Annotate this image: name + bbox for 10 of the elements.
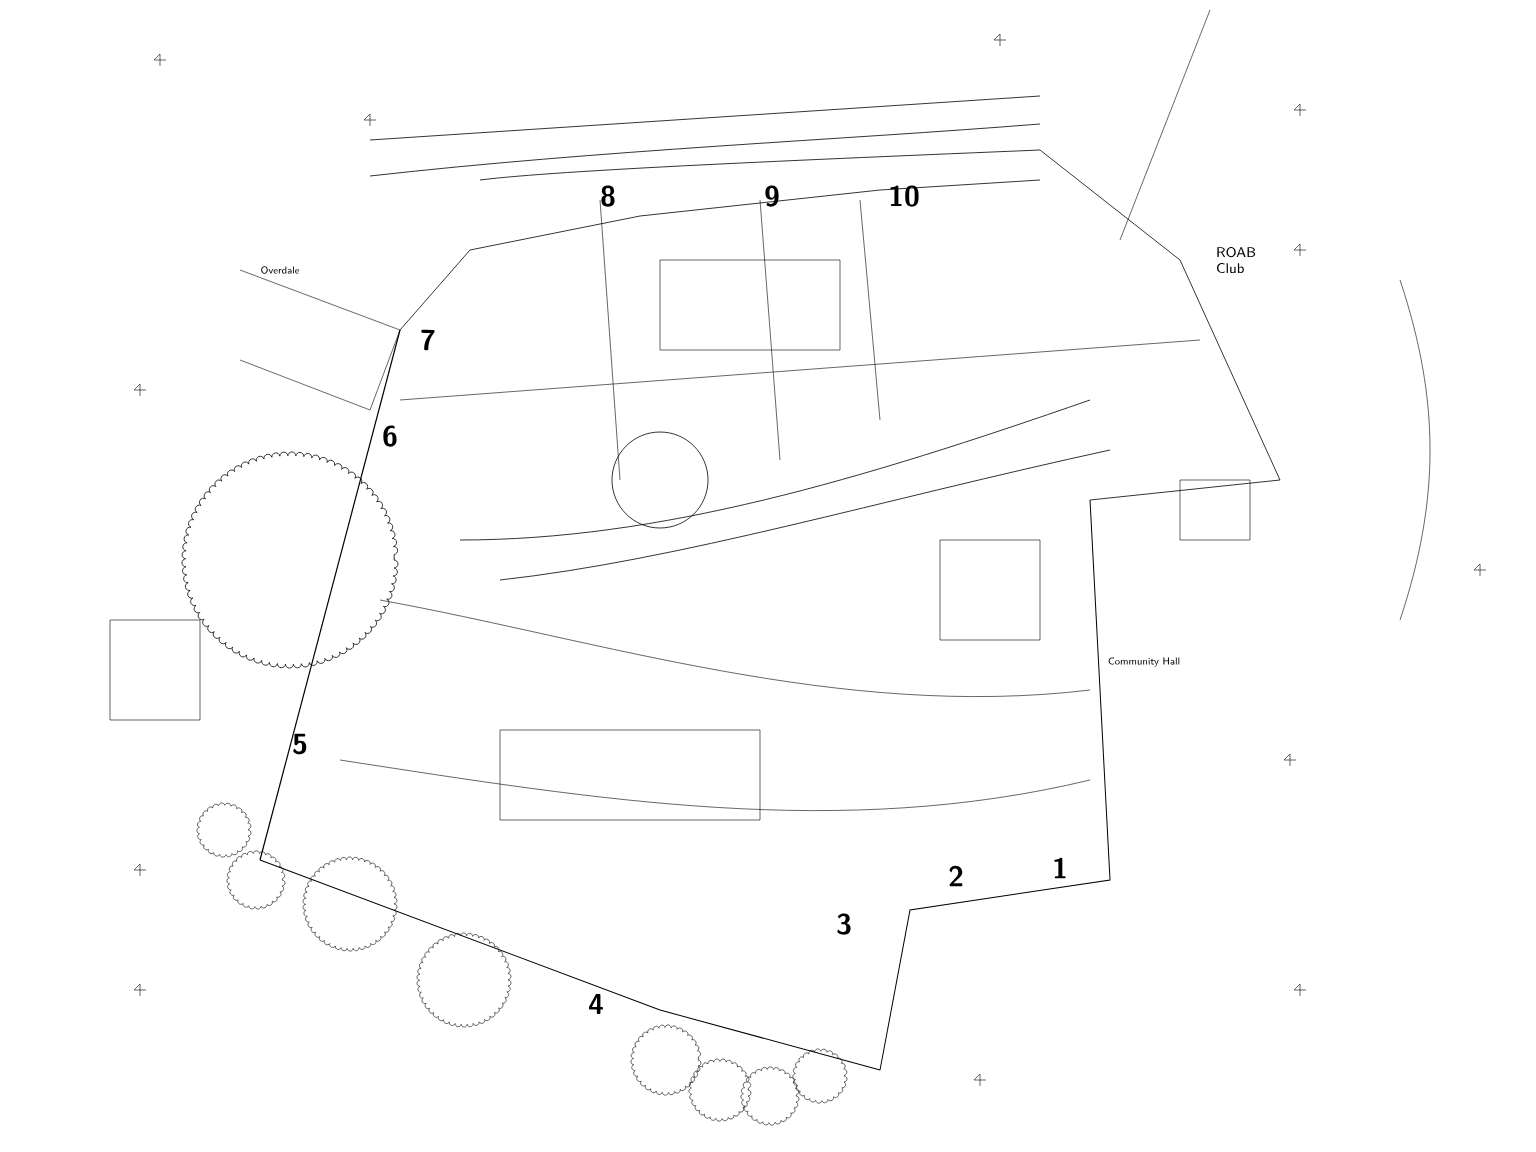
plot-number: 10 (890, 185, 919, 207)
plot-number: 9 (765, 185, 779, 207)
plot-number: 3 (837, 913, 851, 935)
plot-number: 4 (588, 994, 603, 1014)
plot-number: 1 (1054, 857, 1066, 879)
plot-number: 6 (383, 425, 397, 447)
plot-number: 5 (293, 733, 307, 755)
plot-number: 7 (421, 329, 435, 351)
plot-number: 2 (949, 865, 963, 887)
plot-number: 8 (601, 185, 615, 207)
